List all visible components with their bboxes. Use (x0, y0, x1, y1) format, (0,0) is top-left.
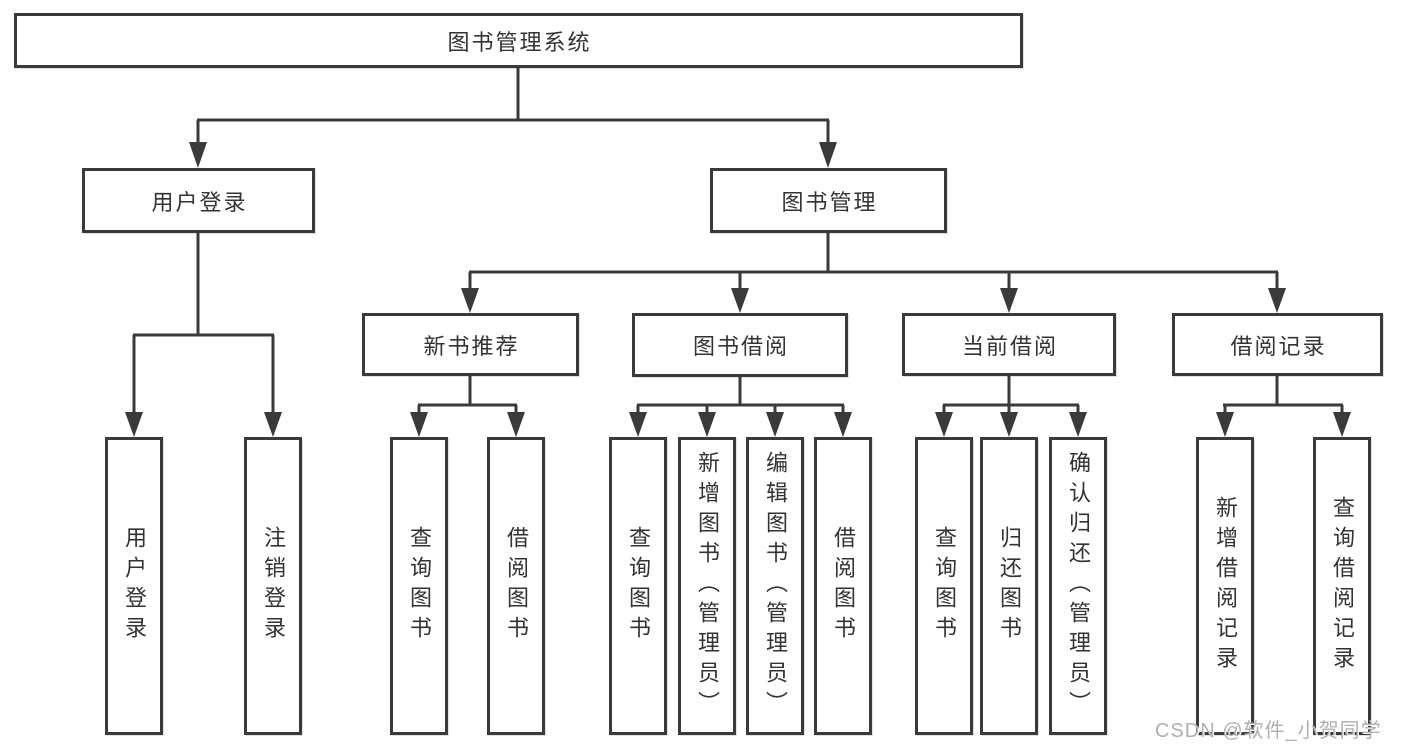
leaf-label: 查询图书 (407, 526, 432, 646)
leaf-query-borrow-record: 查询借阅记录 (1313, 437, 1371, 735)
node-book-borrowing: 图书借阅 (632, 313, 848, 377)
leaf-label: 确认归还（管理员） (1066, 451, 1091, 721)
leaf-label: 新增图书（管理员） (695, 451, 720, 721)
leaf-label: 借阅图书 (831, 526, 856, 646)
leaf-label: 注销登录 (261, 526, 286, 646)
node-library-management-system: 图书管理系统 (14, 13, 1023, 68)
leaf-confirm-return-admin: 确认归还（管理员） (1049, 437, 1107, 735)
node-label: 新书推荐 (423, 333, 520, 359)
leaf-label: 归还图书 (997, 526, 1022, 646)
leaf-query-books-borrowing: 查询图书 (609, 437, 667, 735)
node-label: 图书管理 (781, 189, 878, 215)
node-label: 图书管理系统 (447, 29, 592, 55)
node-label: 当前借阅 (961, 333, 1058, 359)
leaf-logout: 注销登录 (244, 437, 302, 735)
leaf-add-book-admin: 新增图书（管理员） (678, 437, 736, 735)
node-new-book-recommendation: 新书推荐 (362, 313, 579, 376)
node-label: 用户登录 (151, 189, 248, 215)
node-user-login: 用户登录 (82, 168, 315, 233)
arrowheads (125, 142, 1351, 437)
csdn-watermark: CSDN @软件_小贺同学 (1155, 720, 1382, 742)
leaf-label: 查询图书 (626, 526, 651, 646)
node-label: 借阅记录 (1230, 333, 1327, 359)
leaf-return-book: 归还图书 (980, 437, 1038, 735)
leaf-label: 借阅图书 (504, 526, 529, 646)
leaf-query-books-current: 查询图书 (915, 437, 973, 735)
leaf-borrow-books-borrowing: 借阅图书 (814, 437, 872, 735)
leaf-label: 编辑图书（管理员） (763, 451, 788, 721)
node-borrowing-records: 借阅记录 (1172, 313, 1383, 376)
leaf-edit-book-admin: 编辑图书（管理员） (746, 437, 804, 735)
leaf-user-login: 用户登录 (105, 437, 163, 735)
leaf-label: 用户登录 (122, 526, 147, 646)
leaf-borrow-books-recommend: 借阅图书 (487, 437, 545, 735)
leaf-label: 新增借阅记录 (1213, 496, 1238, 676)
leaf-label: 查询图书 (932, 526, 957, 646)
leaf-query-books-recommend: 查询图书 (390, 437, 448, 735)
node-label: 图书借阅 (692, 334, 789, 359)
node-book-management: 图书管理 (710, 168, 947, 233)
connector-stems (132, 68, 1344, 418)
leaf-label: 查询借阅记录 (1330, 496, 1355, 676)
leaf-add-borrow-record: 新增借阅记录 (1196, 437, 1254, 735)
node-current-borrowing: 当前借阅 (902, 313, 1116, 376)
